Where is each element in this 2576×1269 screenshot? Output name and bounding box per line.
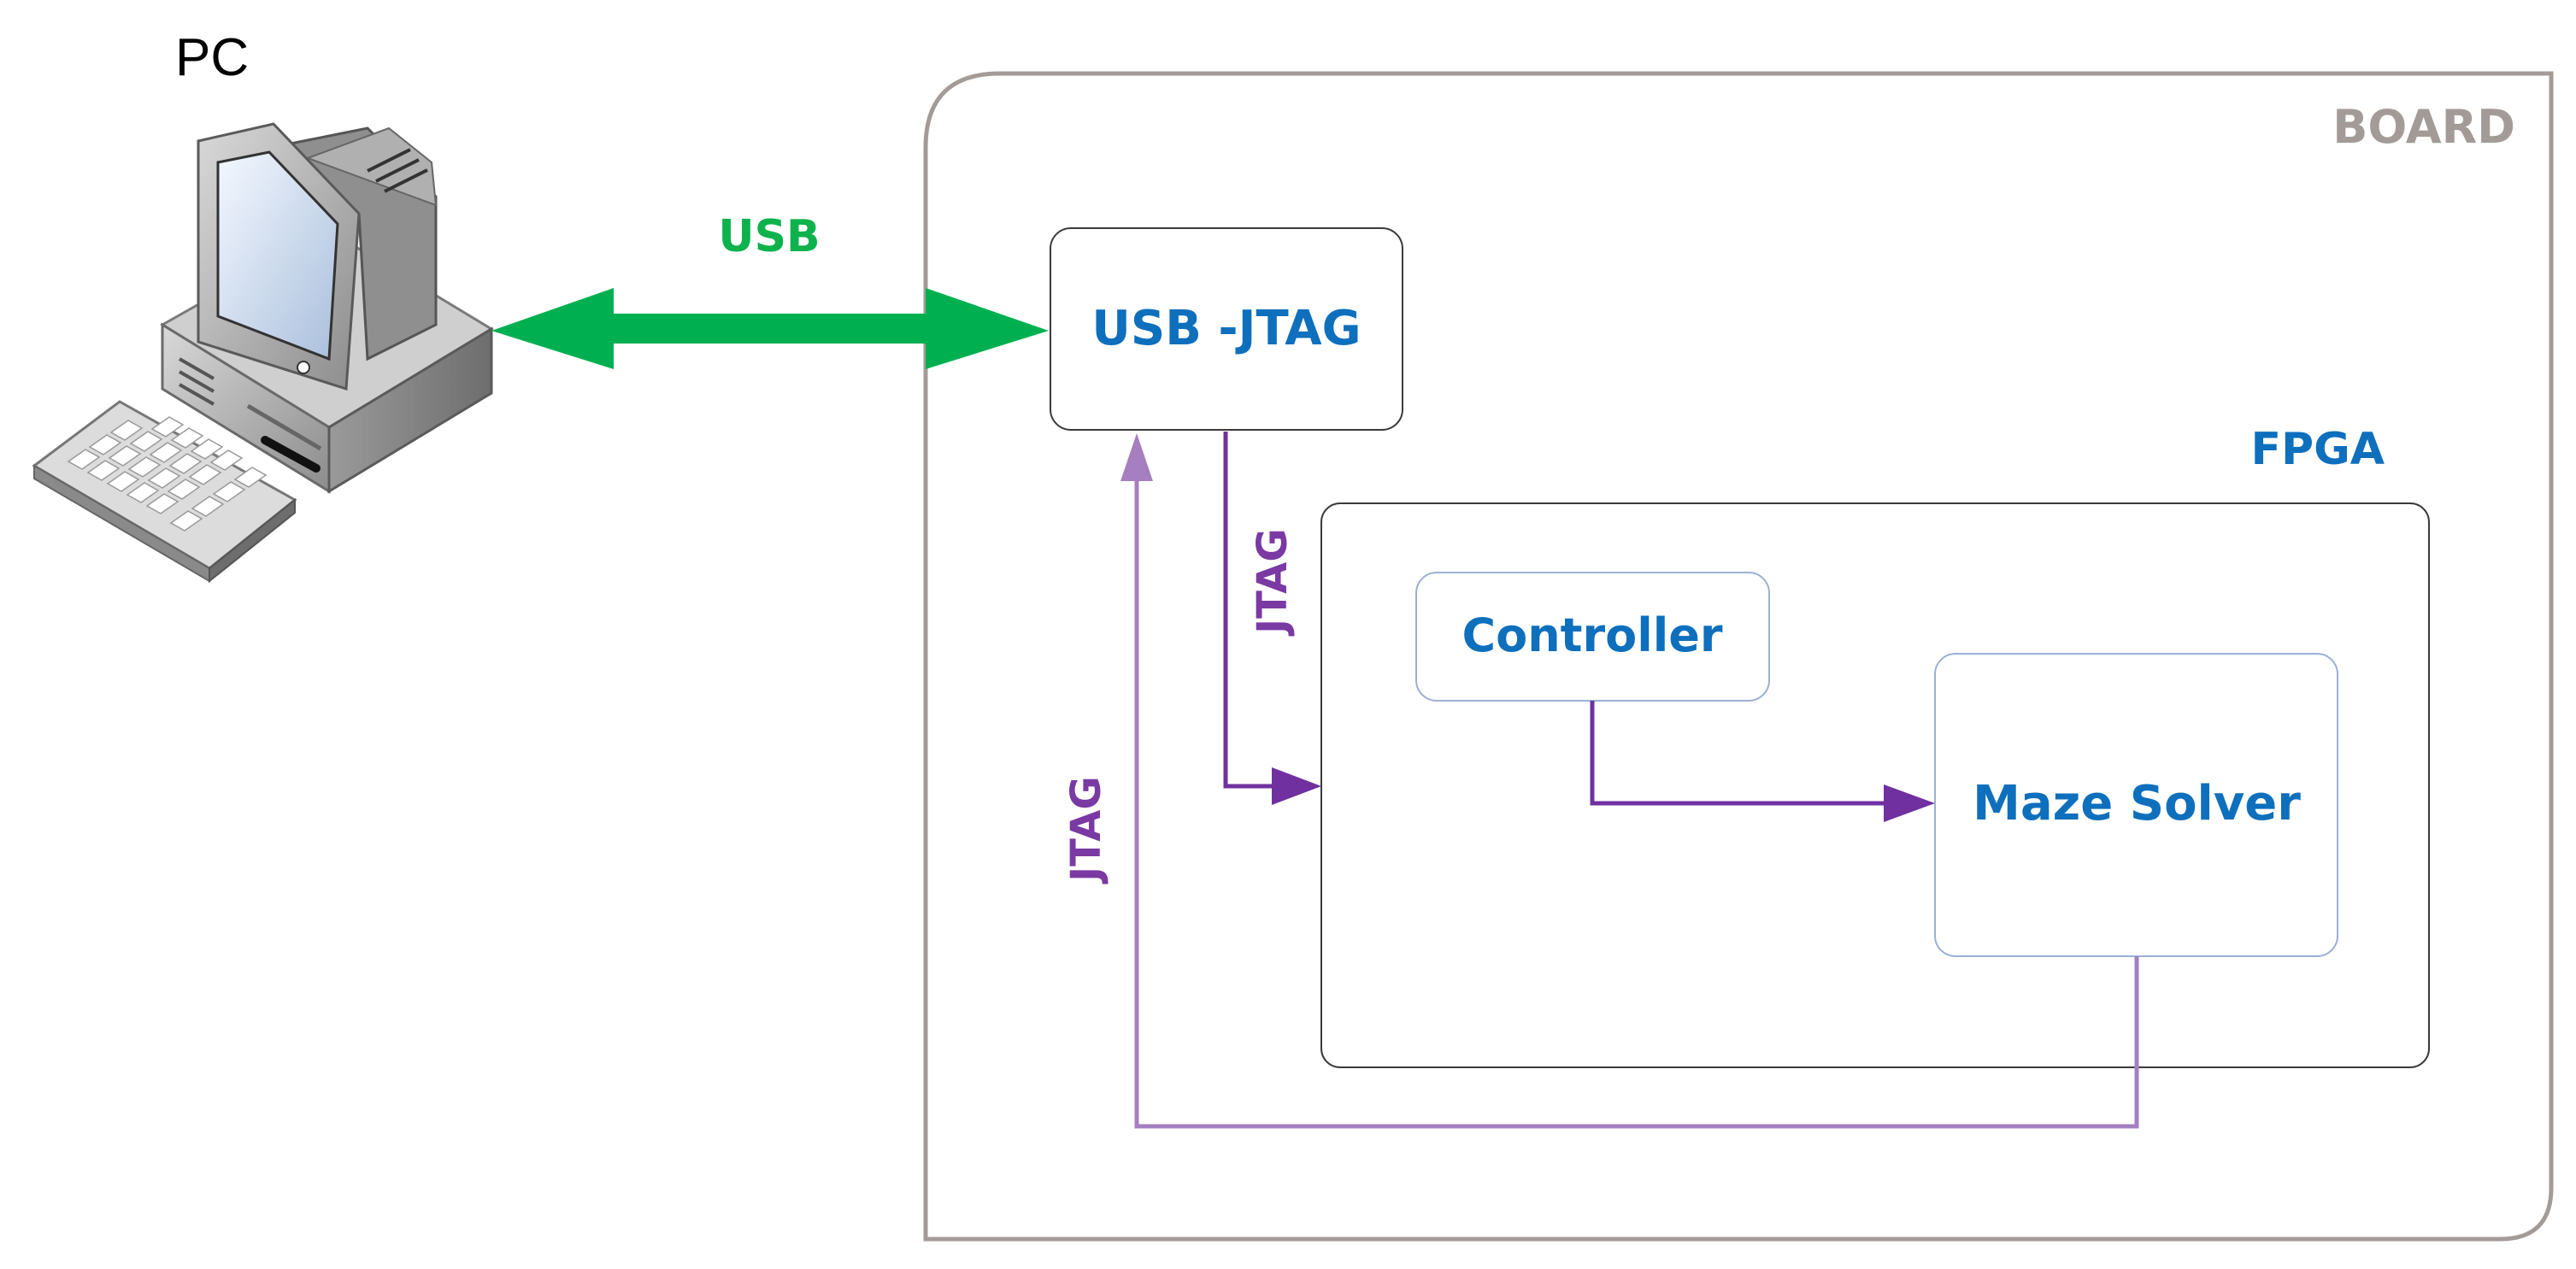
jtag-down-label: JTAG (1249, 528, 1297, 636)
jtag-usbjtag-to-fpga-arrow (1223, 432, 1321, 805)
board-label: BOARD (2332, 100, 2515, 154)
jtag-maze-solver-to-usbjtag-arrow (1120, 433, 2139, 1129)
jtag-up-label: JTAG (1062, 776, 1110, 884)
maze-solver-label: Maze Solver (1973, 776, 2301, 831)
usb-jtag-label: USB -JTAG (1091, 301, 1361, 356)
board-border (923, 71, 2554, 1242)
desktop-computer-icon (32, 122, 494, 584)
usb-double-arrow (491, 288, 1049, 369)
usb-jtag-box (1050, 227, 1403, 431)
controller-to-maze-solver-arrow (1590, 701, 1935, 822)
usb-label: USB (718, 211, 820, 262)
fpga-label: FPGA (2250, 424, 2385, 475)
controller-label: Controller (1462, 608, 1723, 662)
pc-label: PC (175, 28, 249, 87)
